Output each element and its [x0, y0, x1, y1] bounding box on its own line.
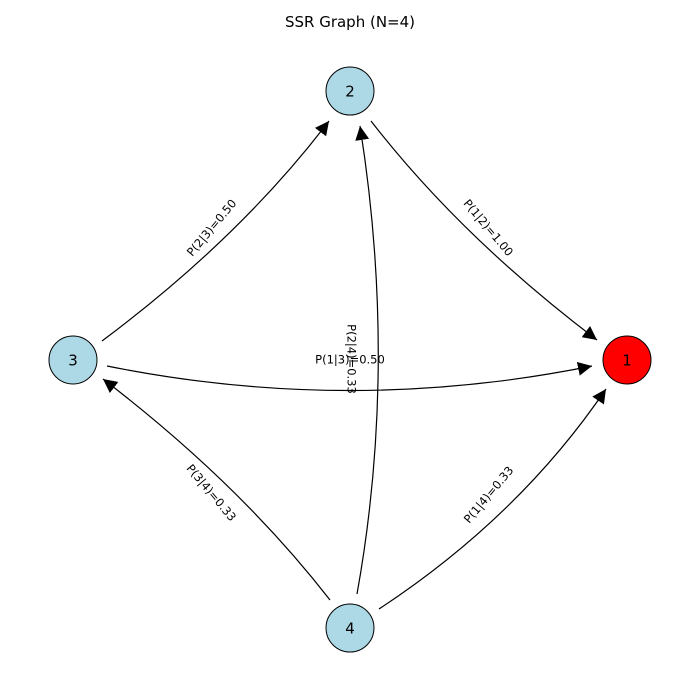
- edge-3-2: [101, 120, 330, 342]
- node-3-label: 3: [68, 352, 78, 370]
- graph-title: SSR Graph (N=4): [285, 13, 415, 31]
- edge-label-4-2: P(2|4)=0.33: [345, 324, 359, 394]
- node-4: 4: [325, 603, 375, 653]
- edge-label-4-1: P(1|4)=0.33: [461, 463, 517, 525]
- edge-2-1: [370, 120, 598, 341]
- edge-4-3: [102, 378, 331, 601]
- node-2-label: 2: [345, 83, 355, 101]
- edge-3-1: [106, 361, 593, 392]
- edge-4-2: [355, 125, 379, 595]
- node-4-label: 4: [345, 620, 355, 638]
- node-1-circle: [602, 335, 652, 385]
- edge-label-3-1: P(1|3)=0.50: [315, 353, 385, 367]
- node-1: 1: [602, 335, 652, 385]
- edge-4-1: [378, 388, 607, 610]
- node-3-circle: [48, 335, 98, 385]
- node-1-label: 1: [622, 352, 632, 370]
- node-2: 2: [325, 66, 375, 116]
- nodes: 1 2 3 4: [48, 66, 652, 653]
- node-3: 3: [48, 335, 98, 385]
- node-4-circle: [325, 603, 375, 653]
- edge-labels: P(1|2)=1.00 P(2|3)=0.50 P(1|3)=0.50 P(3|…: [184, 196, 517, 525]
- edges: [101, 120, 607, 610]
- node-2-circle: [325, 66, 375, 116]
